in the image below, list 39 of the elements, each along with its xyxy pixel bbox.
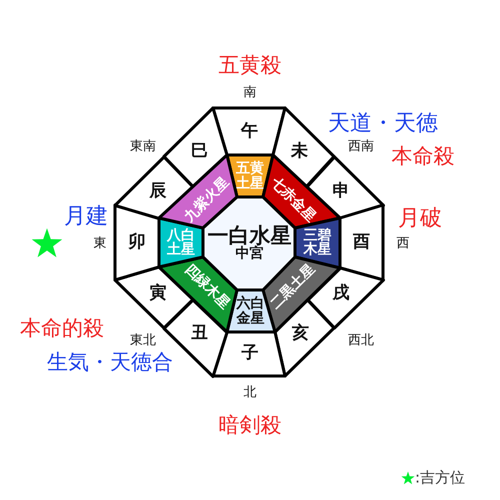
annotation-label: 五黄殺: [218, 52, 282, 79]
star-name: 三碧木星: [302, 228, 332, 258]
direction-label: 西南: [348, 138, 374, 155]
legend-label: :吉方位: [414, 468, 466, 488]
zodiac-label: 巳: [190, 142, 208, 160]
star-name: 七赤金星: [268, 174, 318, 224]
zodiac-label: 午: [241, 122, 258, 140]
direction-label: 南: [244, 84, 256, 101]
star-name: 五黄土星: [235, 161, 265, 191]
annotation-label: 本命的殺: [20, 315, 104, 342]
zodiac-label: 戌: [332, 285, 350, 303]
annotation-label: 月建: [64, 203, 108, 231]
zodiac-label: 申: [332, 182, 350, 200]
zodiac-label: 子: [242, 345, 258, 363]
direction-label: 東: [94, 235, 106, 252]
palace-label: 中宮: [234, 246, 264, 262]
star-name: 二黒土星: [268, 262, 318, 312]
annotation-label: 生気・天徳合: [47, 349, 173, 376]
zodiac-label: 丑: [190, 324, 208, 343]
direction-label: 西: [396, 235, 410, 252]
zodiac-label: 未: [291, 142, 308, 160]
direction-label: 東北: [130, 332, 156, 349]
direction-label: 北: [244, 384, 256, 401]
annotation-label: 月破: [398, 205, 442, 233]
direction-label: 西北: [348, 332, 374, 349]
annotation-label: 本命殺: [392, 143, 454, 170]
star-name: 九紫火星: [182, 174, 232, 224]
star-name: 八白土星: [166, 228, 196, 258]
annotation-label: 暗剣殺: [218, 412, 282, 439]
direction-label: 東南: [130, 138, 156, 155]
zodiac-label: 酉: [353, 234, 370, 252]
annotation-label: 天道・天徳: [328, 110, 438, 138]
zodiac-label: 卯: [128, 234, 146, 252]
zodiac-label: 辰: [149, 182, 166, 200]
star-name: 六白金星: [236, 296, 266, 326]
star-name: 一白水星: [208, 224, 292, 247]
star-name: 四緑木星: [182, 262, 232, 312]
zodiac-label: 寅: [149, 284, 166, 303]
zodiac-label: 亥: [292, 325, 309, 343]
